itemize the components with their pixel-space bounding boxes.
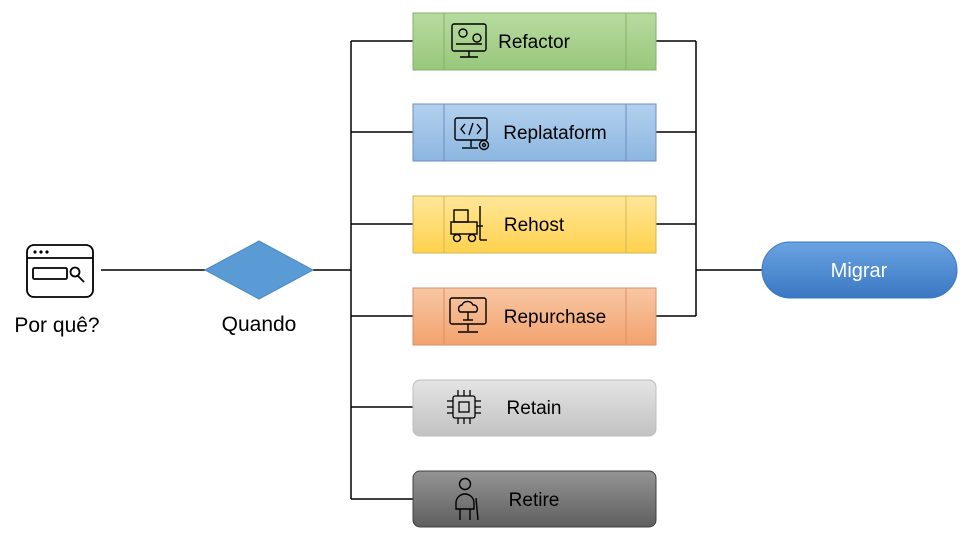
start-label: Por quê? (14, 314, 99, 337)
strategy-label: Repurchase (504, 307, 606, 328)
chip-icon (447, 390, 481, 424)
strategy-rehost: Rehost (412, 195, 657, 254)
decision-diamond (203, 240, 315, 300)
strategy-box (412, 195, 657, 254)
strategy-box (412, 379, 657, 437)
strategy-box (412, 103, 657, 162)
strategy-box (412, 12, 657, 71)
cloud-monitor-icon (449, 297, 487, 333)
decision-label: Quando (222, 313, 297, 336)
strategy-label: Retire (509, 490, 560, 511)
strategy-retire: Retire (412, 470, 657, 528)
strategy-box (412, 470, 657, 528)
strategy-label: Rehost (504, 215, 565, 236)
target-label: Migrar (831, 260, 888, 282)
forklift-icon (450, 206, 487, 243)
strategy-label: Refactor (498, 32, 570, 53)
browser-search-icon (26, 244, 94, 298)
strategy-label: Retain (507, 398, 562, 419)
refactor-icon (451, 23, 487, 58)
connectors (101, 40, 762, 500)
target-pill (761, 241, 958, 299)
elderly-person-icon (455, 477, 479, 521)
strategy-replataform: Replataform (412, 103, 657, 162)
decision-node: Quando (203, 240, 315, 336)
strategy-refactor: Refactor (412, 12, 657, 71)
strategy-retain: Retain (412, 379, 657, 437)
strategy-repurchase: Repurchase (412, 287, 657, 346)
strategy-label: Replataform (503, 123, 607, 144)
code-monitor-gear-icon (454, 117, 490, 151)
target-node: Migrar (761, 241, 958, 299)
start-node: Por quê? (14, 244, 100, 337)
